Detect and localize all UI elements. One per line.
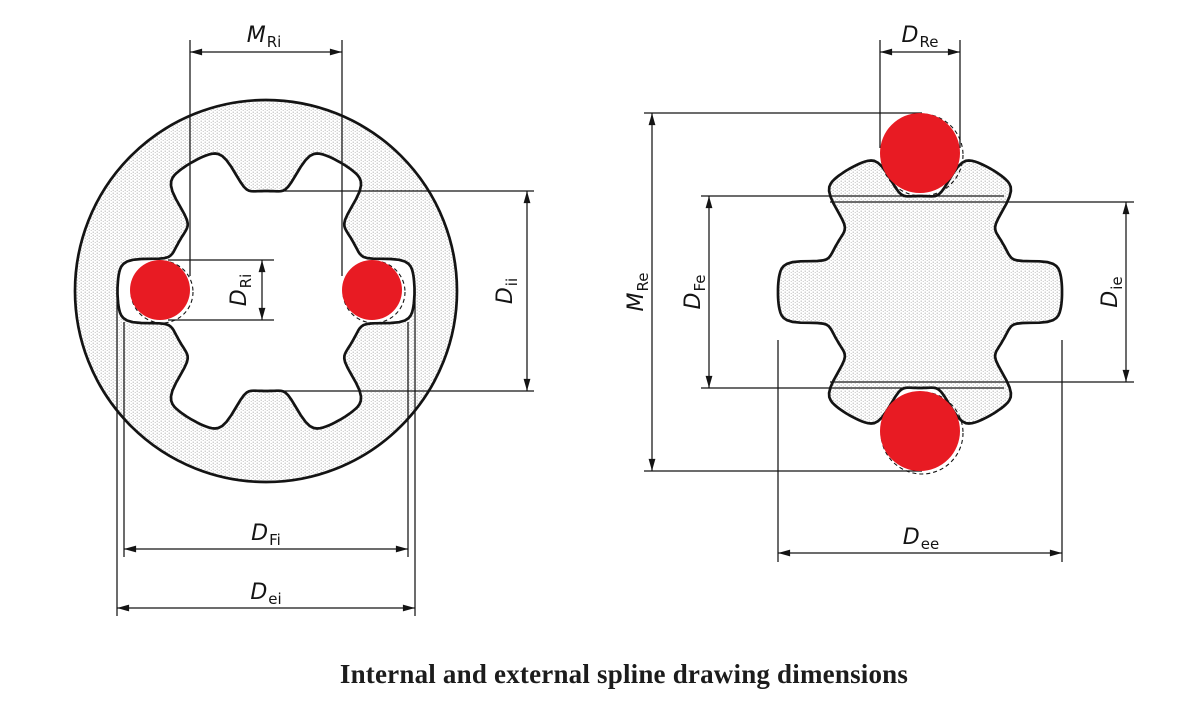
dimension-d-ri: DRi bbox=[168, 259, 274, 321]
label-d-ii: Dii bbox=[493, 278, 521, 304]
label-d-ie: Die bbox=[1098, 276, 1126, 307]
label-m-ri: MRi bbox=[247, 23, 282, 51]
dimension-d-ei: Dei bbox=[116, 292, 416, 616]
spline-diagram: MRi DRi Dii DFi Dei bbox=[73, 23, 1134, 616]
dimension-d-fi: DFi bbox=[123, 322, 409, 557]
figure-canvas: MRi DRi Dii DFi Dei bbox=[73, 23, 1134, 689]
internal-spline-hole bbox=[116, 152, 416, 430]
label-d-fe: DFe bbox=[681, 275, 709, 310]
label-d-ri: DRi bbox=[227, 274, 255, 307]
external-spline-body bbox=[776, 159, 1064, 425]
label-d-ei: Dei bbox=[250, 580, 281, 608]
dimension-d-fe: DFe bbox=[681, 195, 1004, 389]
figure-caption: Internal and external spline drawing dim… bbox=[339, 659, 909, 689]
pin-theoretical-circle-right bbox=[342, 260, 406, 324]
measuring-pin-left bbox=[130, 260, 190, 320]
measuring-pin-top bbox=[880, 113, 960, 193]
label-d-re: DRe bbox=[902, 23, 939, 51]
dimension-d-re: DRe bbox=[879, 23, 961, 148]
label-d-fi: DFi bbox=[251, 521, 281, 549]
measuring-pin-bottom bbox=[880, 391, 960, 471]
dimension-d-ie: Die bbox=[830, 201, 1134, 383]
pin-theoretical-circle-left bbox=[130, 260, 194, 324]
dimension-m-re: MRe bbox=[624, 112, 922, 472]
internal-spline-figure: MRi DRi Dii DFi Dei bbox=[73, 23, 534, 616]
label-m-re: MRe bbox=[624, 273, 652, 312]
dimension-d-ee: Dee bbox=[777, 340, 1063, 562]
external-spline-figure: DRe MRe DFe Die Dee bbox=[624, 23, 1134, 562]
internal-measuring-pins bbox=[130, 260, 406, 324]
dimension-m-ri: MRi bbox=[189, 23, 343, 276]
measuring-pin-right bbox=[342, 260, 402, 320]
label-d-ee: Dee bbox=[903, 525, 939, 553]
external-measuring-pins bbox=[880, 113, 964, 475]
dimension-d-ii: Dii bbox=[251, 190, 534, 392]
